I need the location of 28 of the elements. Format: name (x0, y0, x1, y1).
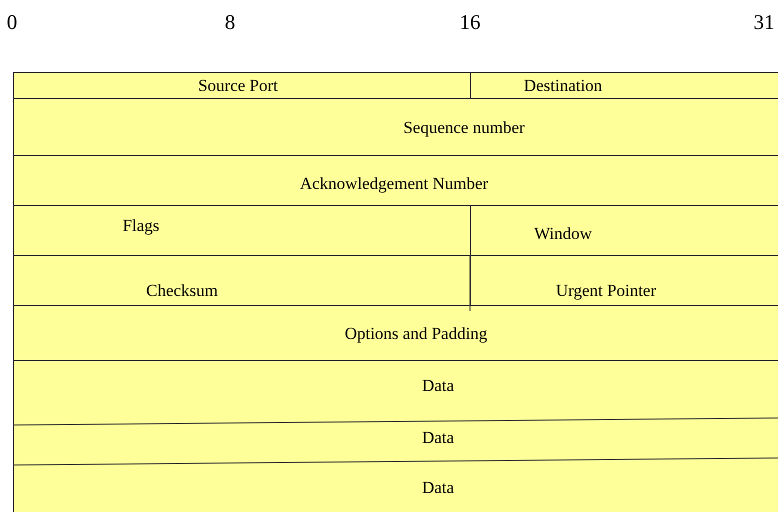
bit-position-label: 31 (754, 10, 774, 35)
header-field-cell (13, 465, 778, 512)
field-label: Checksum (146, 281, 218, 301)
field-label: Data (422, 478, 454, 498)
field-label: Flags (122, 216, 160, 236)
header-field-cell (13, 155, 778, 205)
field-label: Window (534, 224, 592, 244)
field-label: Data (422, 376, 454, 396)
bit-position-label: 16 (460, 10, 480, 35)
header-field-cell (13, 425, 778, 465)
field-label: Source Port (198, 76, 278, 96)
field-label: Options and Padding (344, 324, 488, 344)
bit-position-label: 8 (224, 10, 236, 35)
header-field-cell (13, 305, 778, 360)
header-field-cell (470, 72, 778, 99)
field-label: Urgent Pointer (556, 281, 656, 301)
field-label: Sequence number (403, 118, 525, 138)
field-label: Data (422, 428, 454, 448)
header-field-cell (13, 98, 778, 155)
field-label: Acknowledgement Number (300, 174, 488, 194)
header-field-cell (470, 205, 778, 255)
field-label: Destination (524, 76, 602, 96)
header-field-cell (13, 360, 778, 425)
header-field-cell (13, 255, 471, 305)
bit-position-label: 0 (6, 10, 18, 35)
header-field-cell (470, 255, 778, 305)
header-field-cell (13, 72, 471, 99)
header-field-cell (13, 205, 471, 255)
